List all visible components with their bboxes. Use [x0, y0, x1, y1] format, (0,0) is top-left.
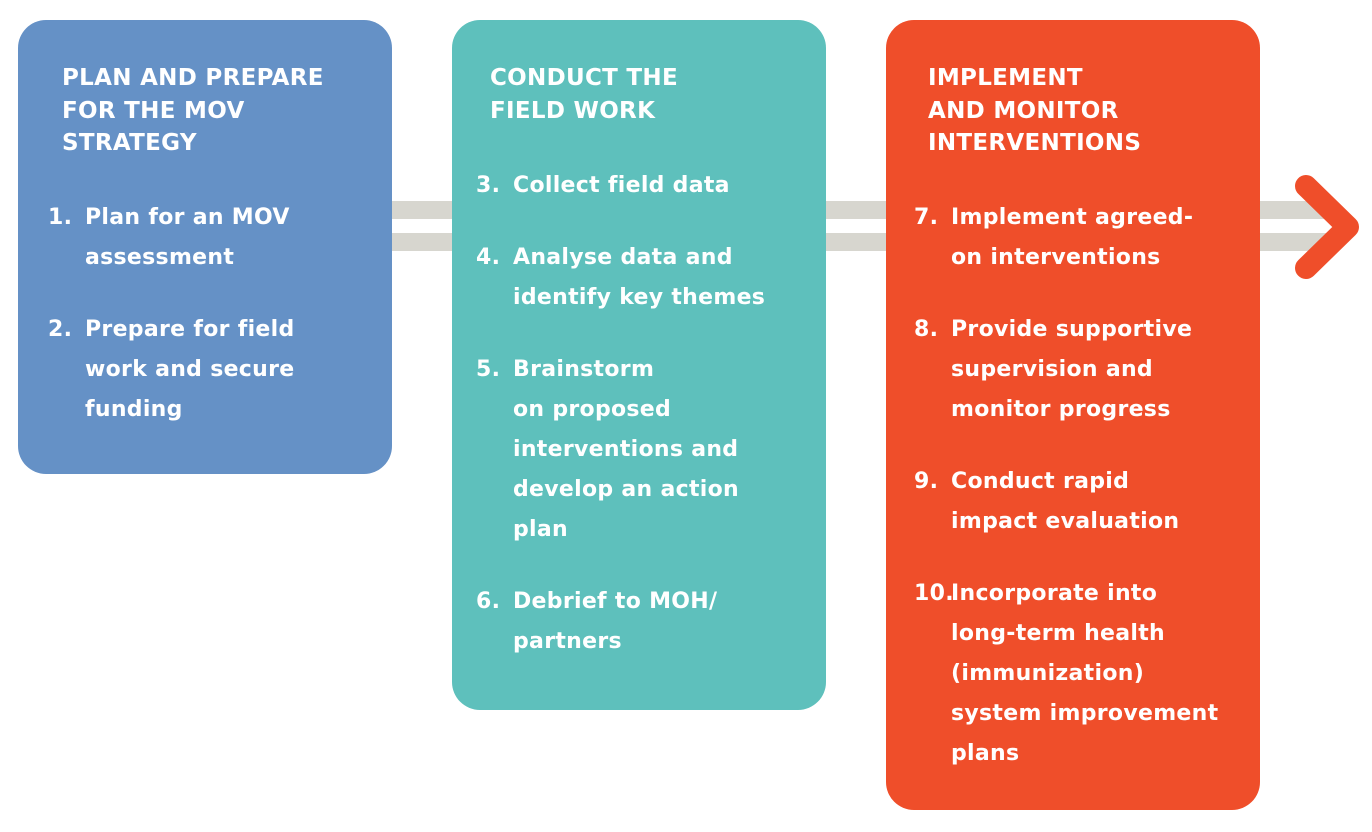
step-item: 1. Plan for an MOV assessment [48, 198, 388, 278]
step-text: Incorporate into long-term health (immun… [951, 581, 1219, 766]
step-item: 4. Analyse data and identify key themes [476, 238, 821, 318]
step-text: Implement agreed- on interventions [951, 205, 1194, 270]
step-number: 5. [476, 357, 501, 382]
step-text: Debrief to MOH/ partners [513, 589, 718, 654]
step-text: Prepare for field work and secure fundin… [85, 317, 295, 422]
step-list: 3. Collect field data 4. Analyse data an… [476, 166, 821, 694]
step-number: 1. [48, 205, 73, 230]
step-item: 9. Conduct rapid impact evaluation [914, 462, 1259, 542]
step-number: 4. [476, 245, 501, 270]
phase-title: PLAN AND PREPARE FOR THE MOV STRATEGY [62, 65, 324, 156]
step-text: Plan for an MOV assessment [85, 205, 290, 270]
step-number: 6. [476, 589, 501, 614]
step-item: 5. Brainstorm on proposed interventions … [476, 350, 821, 550]
arrow-right-icon [1295, 175, 1359, 279]
step-item: 6. Debrief to MOH/ partners [476, 582, 821, 662]
phase-panel-field-work: CONDUCT THE FIELD WORK 3. Collect field … [452, 20, 826, 710]
step-item: 8. Provide supportive supervision and mo… [914, 310, 1259, 430]
step-list: 7. Implement agreed- on interventions 8.… [914, 198, 1259, 806]
step-text: Conduct rapid impact evaluation [951, 469, 1180, 534]
step-item: 7. Implement agreed- on interventions [914, 198, 1259, 278]
step-item: 3. Collect field data [476, 166, 821, 206]
step-item: 10. Incorporate into long-term health (i… [914, 574, 1259, 774]
step-number: 8. [914, 317, 939, 342]
phase-title: CONDUCT THE FIELD WORK [490, 65, 678, 124]
phase-title: IMPLEMENT AND MONITOR INTERVENTIONS [928, 65, 1142, 156]
phase-panel-implement: IMPLEMENT AND MONITOR INTERVENTIONS 7. I… [886, 20, 1260, 810]
step-list: 1. Plan for an MOV assessment 2. Prepare… [48, 198, 388, 462]
step-text: Analyse data and identify key themes [513, 245, 766, 310]
step-number: 2. [48, 317, 73, 342]
step-text: Collect field data [513, 173, 730, 198]
step-number: 3. [476, 173, 501, 198]
step-text: Brainstorm on proposed interventions and… [513, 357, 739, 542]
step-number: 10. [914, 581, 954, 606]
phase-panel-plan: PLAN AND PREPARE FOR THE MOV STRATEGY 1.… [18, 20, 392, 474]
step-number: 7. [914, 205, 939, 230]
step-item: 2. Prepare for field work and secure fun… [48, 310, 388, 430]
step-text: Provide supportive supervision and monit… [951, 317, 1193, 422]
step-number: 9. [914, 469, 939, 494]
